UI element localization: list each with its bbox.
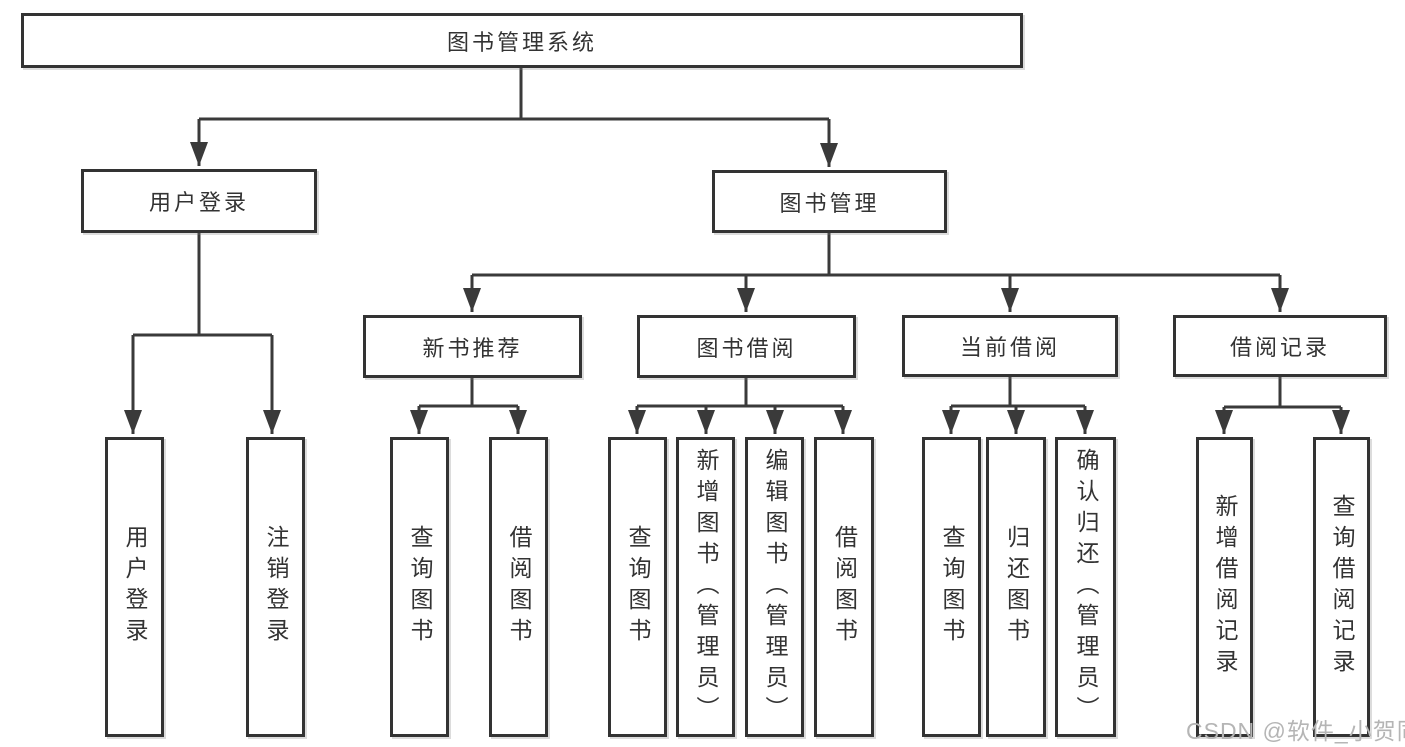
leaf-bb-add-books-admin-label: 新增图书（管理员） xyxy=(693,447,719,727)
node-current-borrowing: 当前借阅 xyxy=(902,315,1118,377)
leaf-cb-confirm-return-admin-label: 确认归还（管理员） xyxy=(1073,447,1099,727)
leaf-cb-confirm-return-admin: 确认归还（管理员） xyxy=(1055,437,1116,737)
leaf-logout-login-label: 注销登录 xyxy=(263,525,289,649)
node-root: 图书管理系统 xyxy=(21,13,1023,68)
leaf-cb-query-books-label: 查询图书 xyxy=(939,525,965,649)
leaf-br-query-record: 查询借阅记录 xyxy=(1313,437,1370,737)
leaf-user-login: 用户登录 xyxy=(105,437,164,737)
leaf-bb-edit-books-admin: 编辑图书（管理员） xyxy=(745,437,804,737)
leaf-bb-query-books: 查询图书 xyxy=(608,437,667,737)
leaf-br-query-record-label: 查询借阅记录 xyxy=(1329,494,1355,680)
node-book-management: 图书管理 xyxy=(712,170,947,233)
node-new-book-recommend-label: 新书推荐 xyxy=(422,335,523,361)
leaf-br-add-record: 新增借阅记录 xyxy=(1196,437,1253,737)
node-book-management-label: 图书管理 xyxy=(779,190,880,216)
leaf-nbr-query-books-label: 查询图书 xyxy=(407,525,433,649)
leaf-nbr-borrow-books-label: 借阅图书 xyxy=(506,525,532,649)
leaf-br-add-record-label: 新增借阅记录 xyxy=(1212,494,1238,680)
node-borrowing-records-label: 借阅记录 xyxy=(1229,335,1330,360)
node-book-borrowing: 图书借阅 xyxy=(637,315,856,378)
watermark: CSDN @软件_小贺同学 xyxy=(1186,718,1405,744)
leaf-user-login-label: 用户登录 xyxy=(122,525,148,649)
leaf-nbr-borrow-books: 借阅图书 xyxy=(489,437,548,737)
leaf-cb-return-books: 归还图书 xyxy=(986,437,1046,737)
leaf-cb-query-books: 查询图书 xyxy=(922,437,981,737)
leaf-logout-login: 注销登录 xyxy=(246,437,305,737)
leaf-bb-borrow-books-label: 借阅图书 xyxy=(831,525,858,649)
node-root-label: 图书管理系统 xyxy=(446,29,597,55)
node-borrowing-records: 借阅记录 xyxy=(1173,315,1387,377)
node-book-borrowing-label: 图书借阅 xyxy=(696,335,797,361)
node-user-login: 用户登录 xyxy=(81,169,317,233)
node-user-login-label: 用户登录 xyxy=(148,190,249,215)
node-new-book-recommend: 新书推荐 xyxy=(363,315,582,378)
leaf-nbr-query-books: 查询图书 xyxy=(390,437,449,737)
leaf-bb-add-books-admin: 新增图书（管理员） xyxy=(676,437,735,737)
leaf-bb-query-books-label: 查询图书 xyxy=(625,525,651,649)
leaf-cb-return-books-label: 归还图书 xyxy=(1003,525,1030,649)
node-current-borrowing-label: 当前借阅 xyxy=(959,335,1060,360)
leaf-bb-borrow-books: 借阅图书 xyxy=(814,437,874,737)
leaf-bb-edit-books-admin-label: 编辑图书（管理员） xyxy=(762,447,788,727)
